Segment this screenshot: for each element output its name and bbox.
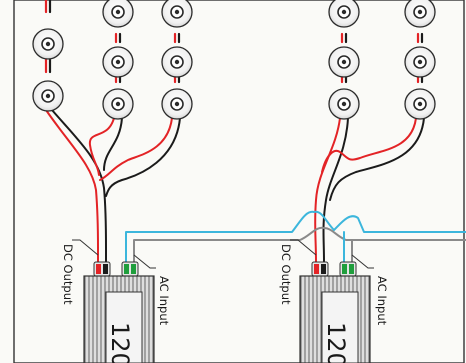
led-module-icon — [102, 88, 134, 120]
led-module-icon — [404, 0, 436, 28]
ac-input-label: AC Input — [157, 276, 171, 326]
led-modules — [32, 0, 436, 120]
led-module-icon — [328, 0, 360, 28]
dc-output-label: DC Output — [61, 244, 75, 305]
led-module-icon — [161, 46, 193, 78]
right-led-wires — [314, 0, 425, 263]
ac-lines — [125, 210, 466, 263]
right-driver: 120 DC Output AC Input — [279, 239, 389, 363]
led-module-icon — [404, 88, 436, 120]
led-module-icon — [32, 80, 64, 112]
led-module-icon — [161, 88, 193, 120]
led-module-icon — [328, 88, 360, 120]
led-module-icon — [404, 46, 436, 78]
led-module-icon — [161, 0, 193, 28]
dc-output-label: DC Output — [279, 244, 293, 305]
led-module-icon — [328, 46, 360, 78]
panel-frame — [13, 0, 465, 363]
driver-label: 120 — [106, 322, 134, 363]
driver-label: 120 — [322, 322, 350, 363]
led-module-icon — [32, 28, 64, 60]
led-module-icon — [102, 46, 134, 78]
ac-input-label: AC Input — [375, 276, 389, 326]
left-driver: 120 DC Output AC Input — [61, 239, 171, 363]
led-module-icon — [102, 0, 134, 28]
